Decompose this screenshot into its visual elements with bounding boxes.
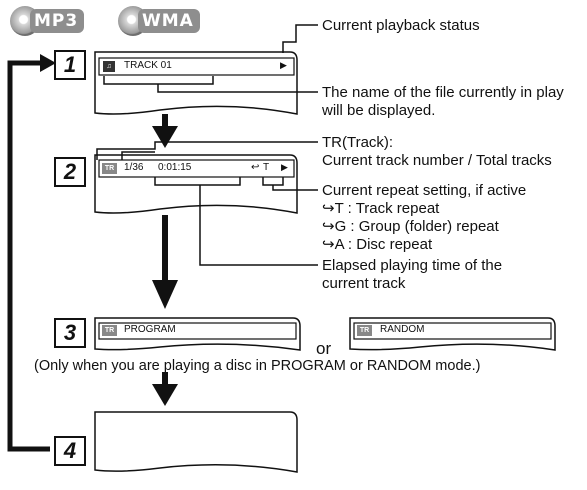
screen-1-track-text: TRACK 01 <box>124 60 172 71</box>
callout-line-file-name <box>103 76 318 93</box>
step-number-4: 4 <box>54 436 86 466</box>
repeat-track-text: T : Track repeat <box>334 200 440 217</box>
repeat-track-item: ↪T : Track repeat <box>322 200 439 217</box>
repeat-mode: T <box>263 162 270 173</box>
callout-line-repeat <box>262 177 318 191</box>
wma-label: WMA <box>138 9 200 33</box>
mode-note: (Only when you are playing a disc in PRO… <box>34 358 481 374</box>
track-counter: 1/36 <box>124 162 144 173</box>
track-icon: TR <box>357 325 372 336</box>
step-number-1: 1 <box>54 50 86 80</box>
down-arrow-2-3 <box>152 215 178 309</box>
repeat-group-item: ↪G : Group (folder) repeat <box>322 218 499 235</box>
screen-1-play-icon: ▶ <box>280 60 287 70</box>
callout-elapsed-line-1: Elapsed playing time of the <box>322 257 503 274</box>
screen-2-display <box>98 159 295 178</box>
callout-line-track <box>96 141 318 160</box>
repeat-icon: ↪ <box>322 236 335 253</box>
music-file-icon: ♫ <box>103 61 115 72</box>
repeat-icon: ↪ <box>322 200 335 217</box>
mp3-label: MP3 <box>30 9 85 33</box>
screen-3-program-display <box>98 322 297 340</box>
repeat-disc-item: ↪A : Disc repeat <box>322 236 432 253</box>
repeat-icon: ↪ <box>322 218 335 235</box>
callout-file-name-line-1: The name of the file currently in play <box>322 84 564 101</box>
screen-1-display <box>98 57 295 76</box>
down-arrow-3-4 <box>152 372 178 406</box>
step-number-2: 2 <box>54 157 86 187</box>
screen-2-play-icon: ▶ <box>281 162 288 172</box>
or-text: or <box>316 339 332 358</box>
track-icon: TR <box>102 163 117 174</box>
callout-track-line-2: Current track number / Total tracks <box>322 152 552 169</box>
callout-file-name-line-2: will be displayed. <box>322 102 436 119</box>
elapsed-time: 0:01:15 <box>158 162 192 173</box>
screen-4-frame <box>94 411 298 473</box>
callout-track-line-1: TR(Track): <box>322 134 394 151</box>
callout-line-playback-status <box>282 24 318 53</box>
callout-repeat-heading: Current repeat setting, if active <box>322 182 527 199</box>
screen-3-random-display <box>353 322 552 340</box>
track-icon: TR <box>102 325 117 336</box>
program-text: PROGRAM <box>124 324 176 335</box>
repeat-icon: ↩ <box>251 162 260 173</box>
step-number-3: 3 <box>54 318 86 348</box>
random-text: RANDOM <box>380 324 425 335</box>
callout-line-elapsed-time <box>154 177 318 266</box>
down-arrow-1-2 <box>152 114 178 148</box>
loop-arrow-4-to-1 <box>7 54 56 452</box>
callout-playback-status: Current playback status <box>322 17 480 34</box>
repeat-group-text: G : Group (folder) repeat <box>334 218 499 235</box>
callout-elapsed-line-2: current track <box>322 275 406 292</box>
mp3-badge: MP3 <box>10 6 90 36</box>
repeat-disc-text: A : Disc repeat <box>334 236 433 253</box>
wma-badge: WMA <box>118 6 208 36</box>
